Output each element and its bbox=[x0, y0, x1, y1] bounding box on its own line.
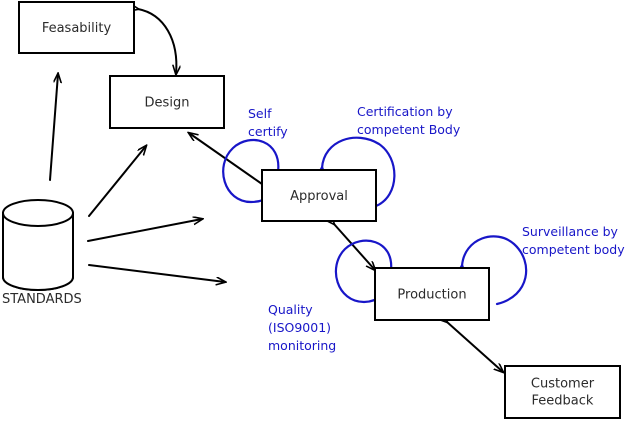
node-design[interactable]: Design bbox=[109, 75, 225, 129]
annotation-certification-line1: Certification by bbox=[357, 104, 453, 119]
annotation-quality-iso9001-monitoring: Quality (ISO9001) monitoring bbox=[268, 302, 336, 353]
node-approval[interactable]: Approval bbox=[261, 169, 377, 222]
loop-production-surveillance bbox=[462, 235, 528, 306]
annotation-certification-line2: competent Body bbox=[357, 122, 461, 137]
loop-approval-certification bbox=[322, 136, 396, 208]
flow-standards-to-feasability bbox=[49, 74, 58, 181]
flow-standards-to-approval bbox=[87, 219, 202, 242]
flow-production-to-approval bbox=[334, 224, 375, 270]
node-approval-label: Approval bbox=[290, 189, 348, 204]
flow-feasability-to-design bbox=[138, 9, 176, 74]
annotation-surveillance-line1: Surveillance by bbox=[522, 224, 619, 239]
annotation-surveillance-line2: competent body bbox=[522, 242, 625, 257]
node-feasability-label: Feasability bbox=[42, 21, 112, 36]
annotation-quality-line2: (ISO9001) bbox=[268, 320, 331, 335]
annotation-surveillance-by-competent-body: Surveillance by competent body bbox=[522, 224, 625, 257]
node-feasability[interactable]: Feasability bbox=[18, 1, 135, 54]
node-design-label: Design bbox=[145, 96, 190, 111]
annotation-self-certify: Self certify bbox=[248, 106, 288, 139]
annotation-self-certify-line2: certify bbox=[248, 124, 288, 139]
annotation-quality-line1: Quality bbox=[268, 302, 313, 317]
node-standards[interactable]: STANDARDS bbox=[2, 199, 82, 307]
annotation-certification-by-competent-body: Certification by competent Body bbox=[357, 104, 461, 137]
node-production[interactable]: Production bbox=[374, 267, 490, 321]
annotation-quality-line3: monitoring bbox=[268, 338, 336, 353]
node-customer-feedback-label-line1: Customer bbox=[531, 377, 595, 392]
node-customer-feedback[interactable]: Customer Feedback bbox=[504, 365, 621, 419]
flow-customer-feedback-to-production bbox=[447, 322, 503, 372]
flow-standards-to-design bbox=[88, 146, 146, 217]
node-production-label: Production bbox=[397, 288, 466, 303]
flow-standards-to-production bbox=[88, 264, 225, 282]
annotation-self-certify-line1: Self bbox=[248, 106, 272, 121]
node-standards-label: STANDARDS bbox=[2, 292, 82, 307]
node-customer-feedback-label-line2: Feedback bbox=[532, 394, 594, 409]
